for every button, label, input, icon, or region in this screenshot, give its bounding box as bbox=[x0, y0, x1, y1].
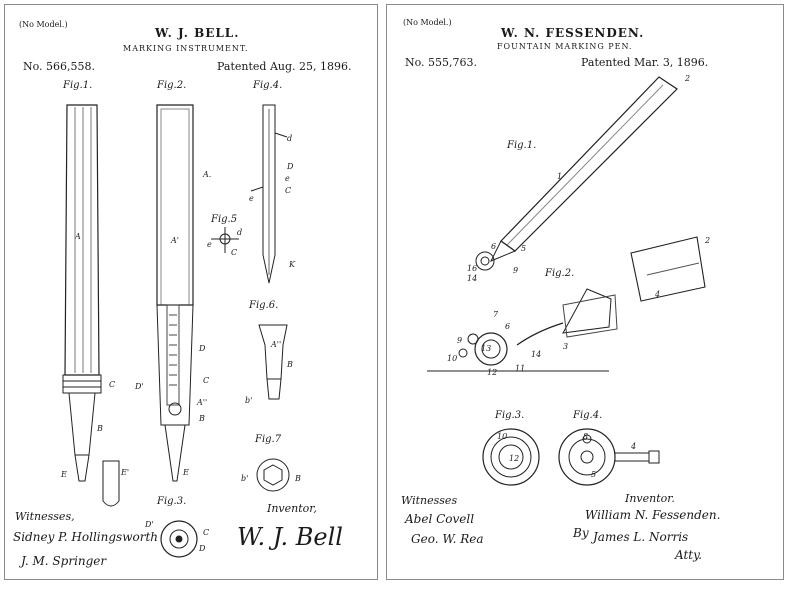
drawing-label: 6 bbox=[505, 322, 511, 331]
drawing-label: e bbox=[285, 174, 290, 183]
fig-label: Fig.5 bbox=[211, 214, 238, 225]
patent-title: MARKING INSTRUMENT. bbox=[123, 44, 249, 53]
inventor-name-signature: William N. Fessenden. bbox=[585, 508, 721, 522]
drawing-label: D bbox=[199, 344, 206, 353]
fig-label: Fig.6. bbox=[249, 300, 279, 311]
drawing-label: 14 bbox=[531, 350, 542, 359]
drawing-label: E bbox=[183, 468, 189, 477]
drawing-label: 8 bbox=[583, 432, 589, 441]
drawing-label: 9 bbox=[513, 266, 519, 275]
fig-label: Fig.2. bbox=[157, 80, 187, 91]
drawing-label: A'' bbox=[271, 340, 282, 349]
patent-sheet-bell: (No Model.) W. J. BELL. MARKING INSTRUME… bbox=[4, 4, 378, 580]
drawing-label: K bbox=[289, 260, 295, 269]
bell-drawings bbox=[62, 104, 290, 558]
witnesses-heading: Witnesses bbox=[401, 494, 458, 507]
inventor-heading: Inventor, bbox=[267, 502, 317, 515]
drawing-label: E' bbox=[121, 468, 130, 477]
drawing-label: b' bbox=[241, 474, 249, 483]
fig-label: Fig.4. bbox=[253, 80, 283, 91]
patent-date: Patented Mar. 3, 1896. bbox=[581, 56, 709, 69]
witness-signature: Abel Covell bbox=[405, 512, 475, 526]
drawing-label: e bbox=[249, 194, 254, 203]
inventor-heading: W. N. FESSENDEN. bbox=[501, 26, 645, 40]
drawing-label: 5 bbox=[521, 244, 527, 253]
drawing-label: C bbox=[203, 528, 210, 537]
drawing-label: b' bbox=[245, 396, 253, 405]
drawing-label: 2 bbox=[705, 236, 711, 245]
drawing-label: 10 bbox=[497, 432, 508, 441]
witness-signature: Geo. W. Rea bbox=[411, 532, 484, 546]
drawing-label: D bbox=[199, 544, 206, 553]
drawing-label: 3 bbox=[563, 342, 569, 351]
drawing-label: C bbox=[109, 380, 116, 389]
drawing-label: 11 bbox=[515, 364, 526, 373]
drawing-label: 16 bbox=[467, 264, 478, 273]
drawing-label: 5 bbox=[591, 470, 597, 479]
fessenden-drawings bbox=[427, 76, 706, 486]
drawing-label: e bbox=[207, 240, 212, 249]
drawing-label: D' bbox=[135, 382, 144, 391]
fig-label: Fig.4. bbox=[573, 410, 603, 421]
patent-number: No. 555,763. bbox=[405, 56, 478, 69]
witness-signature: J. M. Springer bbox=[21, 554, 107, 568]
drawing-label: 6 bbox=[491, 242, 497, 251]
no-model-note: (No Model.) bbox=[403, 18, 452, 27]
patent-number: No. 566,558. bbox=[23, 60, 96, 73]
inventor-heading: Inventor. bbox=[625, 492, 675, 505]
drawing-label: 4 bbox=[655, 290, 661, 299]
drawing-label: 10 bbox=[447, 354, 458, 363]
drawing-label: 14 bbox=[467, 274, 478, 283]
fig-label: Fig.3. bbox=[495, 410, 525, 421]
drawing-label: 4 bbox=[631, 442, 637, 451]
no-model-note: (No Model.) bbox=[19, 20, 68, 29]
drawing-label: 9 bbox=[457, 336, 463, 345]
drawing-label: C bbox=[231, 248, 238, 257]
fig-label: Fig.1. bbox=[507, 140, 537, 151]
fig-label: Fig.1. bbox=[63, 80, 93, 91]
drawing-label: A' bbox=[171, 236, 179, 245]
drawing-label: B bbox=[287, 360, 293, 369]
attorney-signature: James L. Norris bbox=[593, 530, 689, 544]
inventor-signature: W. J. Bell bbox=[237, 523, 343, 551]
drawing-label: D' bbox=[145, 520, 154, 529]
drawing-label: 7 bbox=[493, 310, 499, 319]
witness-signature: Sidney P. Hollingsworth bbox=[13, 530, 158, 544]
fig-label: Fig.3. bbox=[157, 496, 187, 507]
drawing-label: 12 bbox=[487, 368, 498, 377]
drawing-label: A. bbox=[203, 170, 212, 179]
drawing-label: D bbox=[287, 162, 294, 171]
drawing-label: B bbox=[199, 414, 205, 423]
inventor-heading: W. J. BELL. bbox=[155, 26, 240, 40]
drawing-label: 2 bbox=[685, 74, 691, 83]
drawing-label: C bbox=[203, 376, 210, 385]
patent-sheet-fessenden: (No Model.) W. N. FESSENDEN. FOUNTAIN MA… bbox=[386, 4, 784, 580]
drawing-label: 13 bbox=[481, 344, 492, 353]
fig-label: Fig.7 bbox=[255, 434, 282, 445]
patent-date: Patented Aug. 25, 1896. bbox=[217, 60, 352, 73]
drawing-label: A bbox=[75, 232, 81, 241]
witnesses-heading: Witnesses, bbox=[15, 510, 75, 523]
fig-label: Fig.2. bbox=[545, 268, 575, 279]
drawing-label: d bbox=[237, 228, 243, 237]
drawing-label: 12 bbox=[509, 454, 520, 463]
by-label: By bbox=[573, 526, 589, 540]
drawing-label: B bbox=[295, 474, 301, 483]
drawing-label: B bbox=[97, 424, 103, 433]
drawing-label: E bbox=[61, 470, 67, 479]
patent-title: FOUNTAIN MARKING PEN. bbox=[497, 42, 633, 51]
drawing-label: d bbox=[287, 134, 293, 143]
drawing-label: A'' bbox=[197, 398, 208, 407]
drawing-label: C bbox=[285, 186, 292, 195]
attorney-suffix: Atty. bbox=[675, 548, 703, 562]
drawing-label: 1 bbox=[557, 172, 563, 181]
